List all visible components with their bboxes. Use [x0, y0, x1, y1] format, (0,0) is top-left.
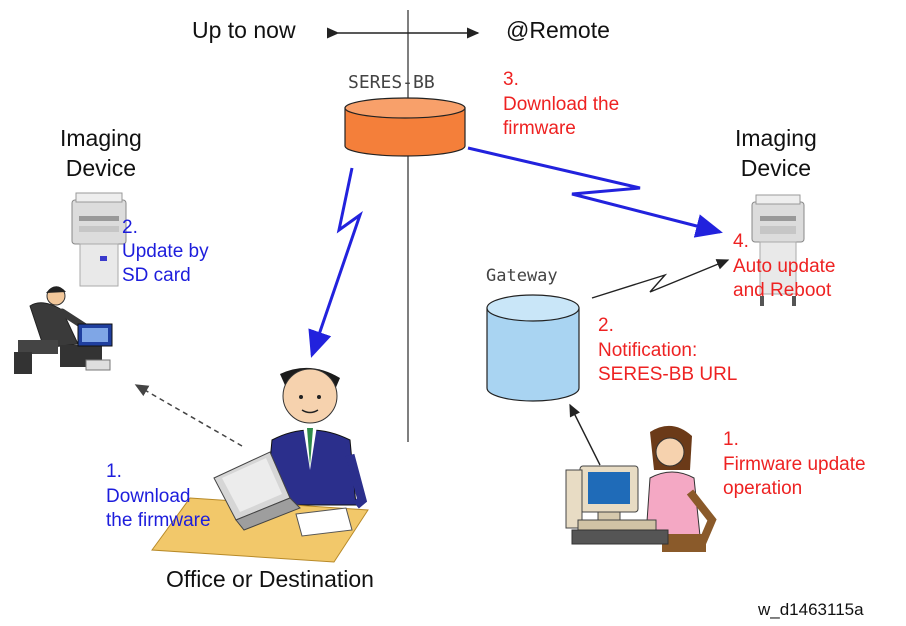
- laptop-icon: [213, 451, 301, 531]
- step-notification: 2. Notification: SERES-BB URL: [598, 314, 737, 388]
- figure-id: w_d1463115a: [758, 600, 864, 619]
- left-device-title-line2: Device: [65, 154, 137, 181]
- step-download-left-number: 1.: [106, 461, 122, 482]
- office-label: Office or Destination: [166, 566, 374, 592]
- step-sd-card-update: 2. Update by SD card: [122, 216, 209, 287]
- step-download-left-line2: Download: [106, 485, 191, 507]
- server-to-office-arrow: [308, 167, 363, 358]
- step-sd-card-number: 2.: [122, 217, 138, 238]
- step-firmware-operation: 1. Firmware update operation: [723, 428, 866, 502]
- gateway-to-device-arrow: [591, 259, 730, 299]
- right-device-title-line1: Imaging: [735, 125, 817, 151]
- operator-to-gateway-arrow: [569, 403, 601, 466]
- step-notification-line3: SERES-BB URL: [598, 364, 738, 386]
- left-copier-icon: [71, 192, 127, 287]
- step-download-right-number: 3.: [503, 69, 519, 90]
- right-device-title-line2: Device: [740, 154, 812, 181]
- step-auto-update-line3: and Reboot: [733, 280, 832, 302]
- step-notification-number: 2.: [598, 315, 614, 336]
- step-download-right-line2: Download the: [503, 93, 620, 115]
- technician-figure: [14, 286, 113, 374]
- step-download-right: 3. Download the firmware: [503, 68, 619, 142]
- server-cylinder: [344, 97, 466, 157]
- desktop-pc-icon: [565, 465, 669, 545]
- step-auto-update-line2: Auto update: [733, 255, 836, 277]
- header-right-label: @Remote: [506, 17, 610, 43]
- left-device-title-line1: Imaging: [60, 125, 142, 151]
- server-label: SERES-BB: [348, 72, 435, 93]
- right-copier-icon: [751, 194, 805, 306]
- step-notification-line2: Notification:: [598, 339, 698, 361]
- paper-sheet: [295, 507, 353, 537]
- gateway-cylinder: [486, 294, 580, 402]
- step-download-left: 1. Download the firmware: [106, 460, 211, 534]
- gateway-label: Gateway: [486, 266, 558, 286]
- step-firmware-operation-line2: Firmware update: [723, 453, 866, 475]
- step-firmware-operation-number: 1.: [723, 429, 739, 450]
- header-left-label: Up to now: [192, 17, 296, 43]
- step-firmware-operation-line3: operation: [723, 478, 803, 500]
- step-sd-card-line2: Update by: [122, 240, 209, 262]
- step-sd-card-line3: SD card: [122, 264, 191, 286]
- step-auto-update: 4. Auto update and Reboot: [733, 230, 835, 304]
- operator-figure: [645, 425, 717, 552]
- step-download-right-line3: firmware: [503, 118, 576, 140]
- right-device-title: Imaging Device: [735, 124, 817, 184]
- step-auto-update-number: 4.: [733, 231, 749, 252]
- server-to-device-arrow: [467, 146, 723, 238]
- office-worker-figure: [265, 367, 368, 509]
- step-download-left-line3: the firmware: [106, 510, 211, 532]
- office-to-technician-arrow: [134, 384, 243, 447]
- left-device-title: Imaging Device: [60, 124, 142, 184]
